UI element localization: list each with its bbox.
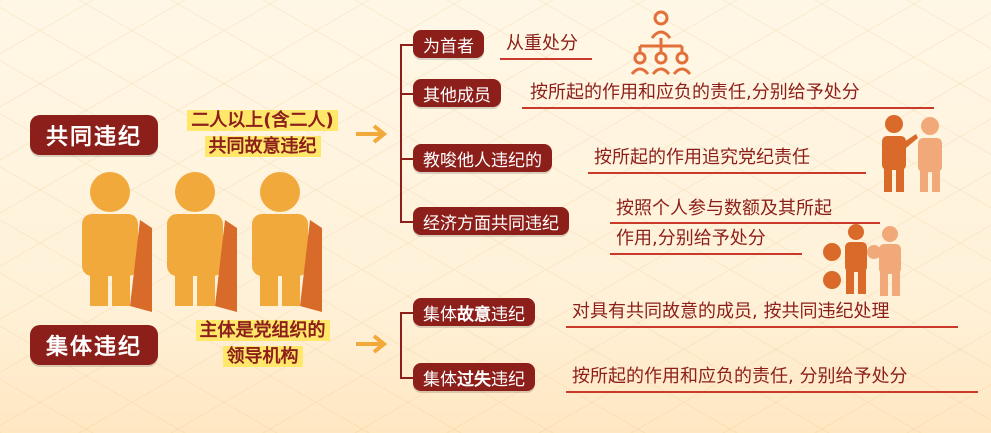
joint-connector (400, 44, 414, 46)
text-economic-line1: 按照个人参与数额及其所起 (616, 198, 832, 219)
joint-violation-label: 共同违纪 (30, 115, 158, 155)
tag-prefix: 集体 (423, 304, 457, 325)
text-collective-negligent: 按所起的作用和应负的责任, 分别给予处分 (572, 366, 908, 387)
text-other-members: 按所起的作用和应负的责任,分别给予处分 (530, 82, 860, 103)
tag-leader: 为首者 (413, 30, 484, 58)
collective-violation-label: 集体违纪 (30, 325, 158, 365)
arrow-icon (356, 124, 388, 144)
tag-bold: 故意 (457, 304, 491, 325)
joint-desc-line2: 共同故意违纪 (204, 136, 321, 157)
tag-suffix: 违纪 (491, 369, 525, 390)
tag-collective-negligent: 集体过失违纪 (413, 363, 535, 391)
collective-desc-line2: 领导机构 (222, 346, 303, 367)
collective-connector (400, 312, 414, 314)
tag-suffix: 违纪 (491, 304, 525, 325)
collective-desc-line1: 主体是党组织的 (195, 320, 330, 341)
arrow-icon (356, 334, 388, 354)
joint-connector (400, 93, 414, 95)
text-instigator: 按所起的作用追究党纪责任 (594, 147, 810, 168)
collective-violation-desc: 主体是党组织的 领导机构 (170, 318, 355, 370)
collective-connector (400, 377, 414, 379)
underline (566, 391, 978, 393)
underline (588, 172, 866, 174)
instigate-icon (882, 115, 942, 192)
tag-economic: 经济方面共同违纪 (413, 207, 569, 235)
joint-bracket (400, 44, 402, 222)
joint-desc-line1: 二人以上(含二人) (187, 110, 338, 131)
text-leader: 从重处分 (506, 33, 578, 54)
joint-connector (400, 158, 414, 160)
money-bag-icon (823, 224, 901, 296)
tag-collective-intentional: 集体故意违纪 (413, 298, 535, 326)
tag-instigator: 教唆他人违纪的 (413, 144, 552, 172)
joint-violation-desc: 二人以上(含二人) 共同故意违纪 (170, 108, 355, 160)
tag-prefix: 集体 (423, 369, 457, 390)
text-economic-line2: 作用,分别给予处分 (616, 228, 766, 249)
text-collective-intentional: 对具有共同故意的成员, 按共同违纪处理 (572, 301, 890, 322)
underline (566, 326, 958, 328)
underline (500, 58, 592, 60)
people-figures (82, 172, 322, 312)
underline (522, 107, 934, 109)
collective-bracket (400, 312, 402, 378)
underline (610, 222, 880, 224)
tag-bold: 过失 (457, 369, 491, 390)
joint-connector (400, 221, 414, 223)
underline (610, 253, 802, 255)
tag-other-members: 其他成员 (413, 79, 501, 107)
org-chart-icon (630, 10, 692, 75)
